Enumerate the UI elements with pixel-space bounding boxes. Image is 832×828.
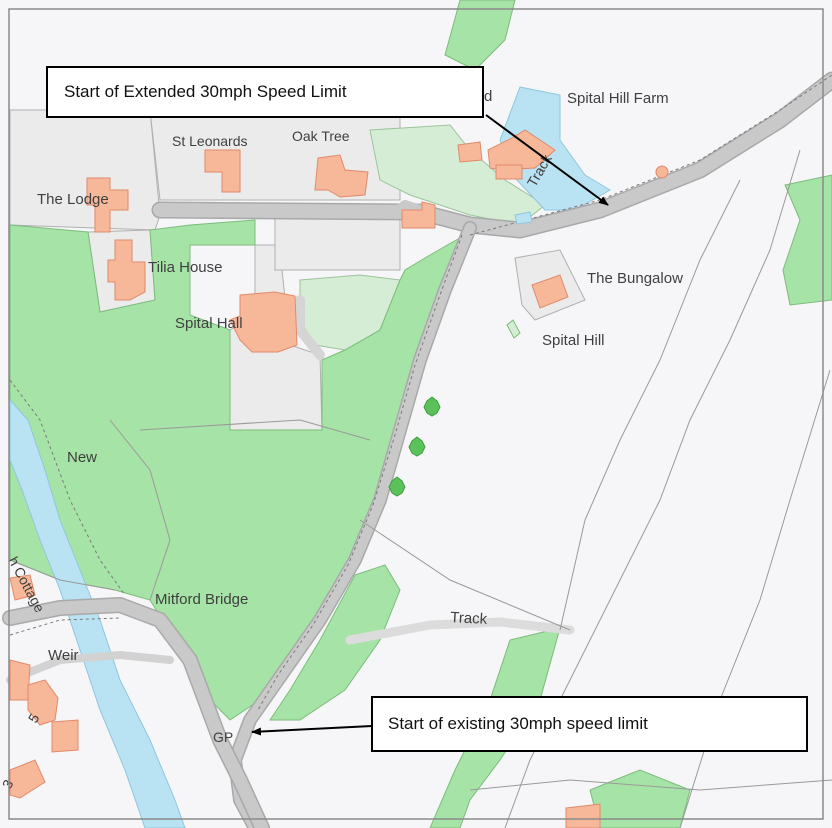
label-spital-hall: Spital Hall [175, 315, 243, 332]
tree-icon [408, 436, 426, 457]
label-tilia-house: Tilia House [148, 259, 222, 276]
label-new: New [67, 449, 97, 466]
label-partial-d: d [484, 88, 492, 105]
callout-extended-text: Start of Extended 30mph Speed Limit [64, 82, 347, 101]
tree-icon [388, 476, 406, 497]
label-mitford-bridge: Mitford Bridge [155, 591, 248, 608]
callout-existing: Start of existing 30mph speed limit [371, 696, 808, 752]
small-structure [506, 319, 521, 339]
label-the-lodge: The Lodge [37, 191, 109, 208]
label-st-leonards: St Leonards [172, 133, 248, 149]
callout-existing-text: Start of existing 30mph speed limit [388, 714, 648, 733]
label-oak-tree: Oak Tree [292, 128, 350, 144]
label-spital-hill: Spital Hill [542, 332, 605, 349]
label-gp: GP [213, 729, 233, 745]
label-spital-hill-farm: Spital Hill Farm [567, 90, 669, 107]
callout-extended-arrow [485, 114, 609, 206]
amenity-grass [299, 124, 546, 351]
callout-existing-arrow [251, 725, 373, 736]
tree-icons [388, 396, 441, 497]
callout-extended: Start of Extended 30mph Speed Limit [46, 66, 484, 118]
label-weir: Weir [48, 647, 79, 664]
tree-icon [423, 396, 441, 417]
label-track-south: Track [450, 609, 488, 628]
buildings [9, 129, 669, 828]
map-frame [8, 8, 824, 820]
label-the-bungalow: The Bungalow [587, 270, 683, 287]
footpaths [9, 74, 832, 711]
